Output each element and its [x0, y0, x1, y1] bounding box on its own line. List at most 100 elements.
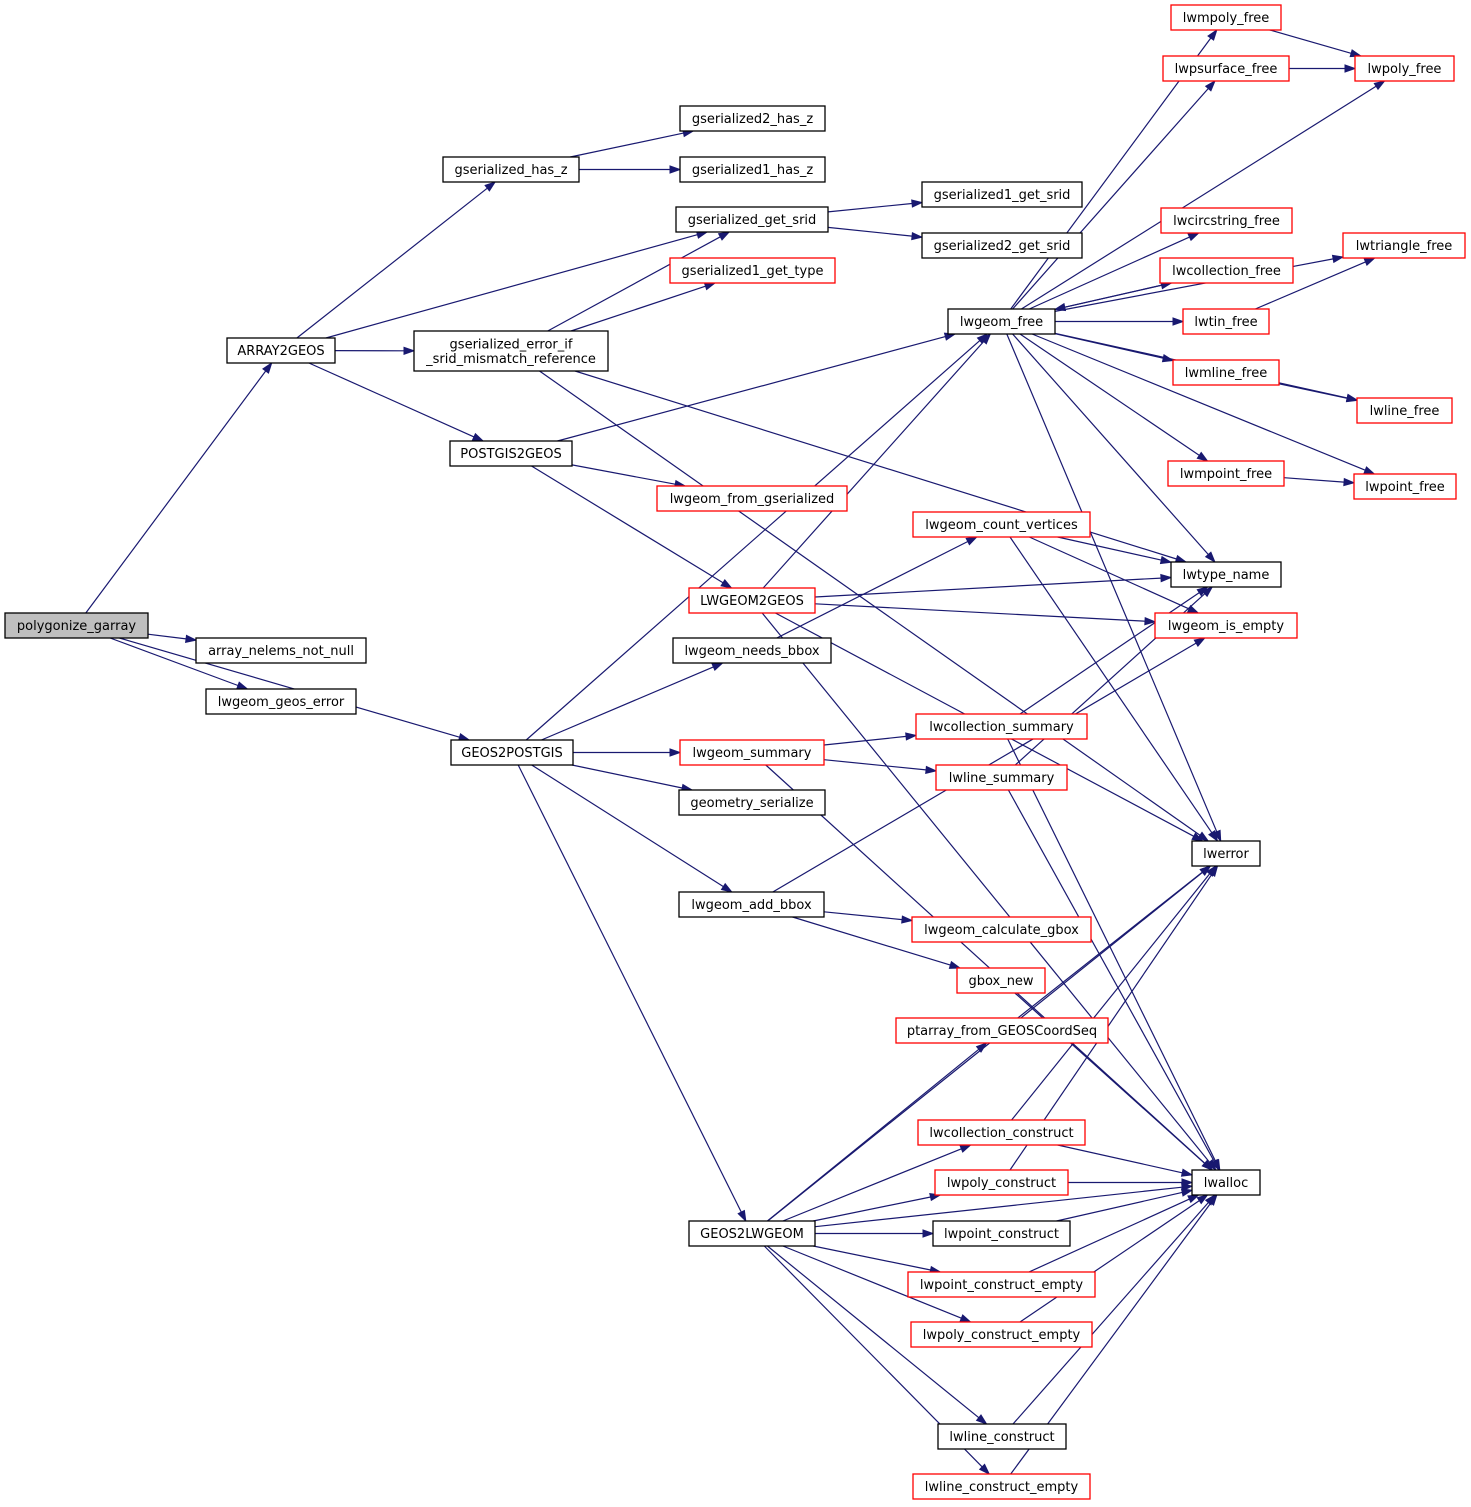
- arrowhead: [1180, 1188, 1194, 1197]
- edge-line: [1057, 1144, 1183, 1174]
- node-label: lwline_construct: [949, 1430, 1054, 1445]
- node-label: lwmpoint_free: [1180, 467, 1272, 482]
- node-gserialized_get_srid: gserialized_get_srid: [675, 206, 829, 233]
- node-gserialized_error_if_srid_mismatch_reference: gserialized_error_if_srid_mismatch_refer…: [413, 330, 609, 372]
- node-lwcollection_summary[interactable]: lwcollection_summary: [915, 713, 1088, 740]
- node-ptarray_from_GEOSCoordSeq[interactable]: ptarray_from_GEOSCoordSeq: [895, 1017, 1109, 1044]
- edge-line: [814, 1186, 1183, 1228]
- node-gserialized1_has_z: gserialized1_has_z: [679, 156, 826, 183]
- edge-lwgeom_free-to-lwtype_name: [1012, 333, 1216, 564]
- node-lwpoint_construct_empty[interactable]: lwpoint_construct_empty: [907, 1271, 1096, 1298]
- node-lwline_construct_empty[interactable]: lwline_construct_empty: [912, 1473, 1091, 1500]
- node-lwline_summary[interactable]: lwline_summary: [935, 764, 1068, 791]
- node-box: [195, 637, 367, 664]
- node-label: lwgeom_free: [960, 315, 1043, 330]
- edge-ARRAY2GEOS-to-gserialized_error_if_srid_mismatch_reference: [334, 346, 416, 356]
- node-box: [656, 485, 848, 512]
- arrowhead: [1193, 637, 1207, 647]
- node-lwgeom_is_empty[interactable]: lwgeom_is_empty: [1154, 612, 1298, 639]
- arrowhead: [720, 578, 733, 589]
- node-lwpoly_construct[interactable]: lwpoly_construct: [934, 1169, 1069, 1196]
- node-lwmpoint_free[interactable]: lwmpoint_free: [1167, 460, 1285, 487]
- node-box: [937, 1423, 1067, 1450]
- arrowhead: [1210, 1158, 1220, 1172]
- node-box: [1182, 308, 1270, 335]
- edge-line: [782, 1148, 962, 1222]
- edge-line: [1283, 477, 1345, 483]
- edge-line: [531, 764, 724, 888]
- arrowhead: [922, 1229, 935, 1238]
- node-lwtin_free[interactable]: lwtin_free: [1182, 308, 1270, 335]
- edge-lwline_summary-to-lwalloc: [1007, 789, 1220, 1172]
- edge-line: [814, 603, 1146, 622]
- arrowhead: [1207, 28, 1218, 41]
- node-box: [1342, 232, 1466, 259]
- node-label: lwerror: [1203, 847, 1249, 862]
- node-lwpoly_free[interactable]: lwpoly_free: [1354, 55, 1455, 82]
- arrowhead: [1186, 604, 1200, 614]
- node-lwline_free[interactable]: lwline_free: [1356, 397, 1453, 424]
- node-lwgeom_count_vertices[interactable]: lwgeom_count_vertices: [912, 511, 1091, 538]
- node-label: lwmpoly_free: [1183, 11, 1270, 26]
- node-box: [911, 916, 1092, 943]
- edge-lwgeom_free-to-lwmpoint_free: [1019, 333, 1209, 462]
- edge-lwpoint_construct-to-lwalloc: [1056, 1188, 1194, 1222]
- edge-line: [119, 637, 460, 738]
- node-label: lwpoly_construct_empty: [923, 1328, 1081, 1343]
- node-lwgeom_calculate_gbox[interactable]: lwgeom_calculate_gbox: [911, 916, 1092, 943]
- arrowhead: [1363, 257, 1377, 266]
- edge-lwmline_free-to-lwline_free: [1278, 383, 1359, 403]
- arrowhead: [948, 960, 962, 969]
- node-box: [413, 330, 609, 372]
- edge-line: [1269, 29, 1352, 54]
- edge-line: [1010, 37, 1212, 310]
- arrowhead: [978, 1463, 991, 1476]
- node-lwgeom_summary[interactable]: lwgeom_summary: [679, 739, 825, 766]
- node-GEOS2POSTGIS: GEOS2POSTGIS: [450, 739, 574, 766]
- node-lwcollection_construct[interactable]: lwcollection_construct: [917, 1119, 1086, 1146]
- node-box: [915, 713, 1088, 740]
- node-lwpoly_construct_empty[interactable]: lwpoly_construct_empty: [910, 1321, 1093, 1348]
- node-box: [4, 612, 149, 639]
- node-gbox_new[interactable]: gbox_new: [956, 967, 1046, 994]
- node-lwmpoly_free[interactable]: lwmpoly_free: [1170, 4, 1282, 31]
- node-lwpsurface_free[interactable]: lwpsurface_free: [1162, 55, 1290, 82]
- edge-GEOS2POSTGIS-to-GEOS2LWGEOM: [517, 764, 747, 1223]
- edge-line: [1006, 333, 1218, 833]
- arrowhead: [1053, 302, 1067, 312]
- edge-line: [547, 236, 721, 332]
- node-label: lwgeom_from_gserialized: [670, 492, 835, 507]
- node-lwgeom_from_gserialized[interactable]: lwgeom_from_gserialized: [656, 485, 848, 512]
- node-LWGEOM2GEOS[interactable]: LWGEOM2GEOS: [688, 587, 816, 614]
- edge-GEOS2POSTGIS-to-geometry_serialize: [571, 764, 694, 792]
- arrowhead: [185, 634, 198, 644]
- edge-line: [1012, 333, 1209, 555]
- node-box: [442, 156, 580, 183]
- edge-lwgeom_summary-to-lwline_summary: [823, 759, 938, 775]
- node-lwmline_free[interactable]: lwmline_free: [1172, 359, 1280, 386]
- node-box: [450, 739, 574, 766]
- edge-line: [827, 226, 913, 237]
- node-lwtriangle_free[interactable]: lwtriangle_free: [1342, 232, 1466, 259]
- node-label: array_nelems_not_null: [208, 644, 354, 659]
- edge-line: [823, 759, 927, 771]
- node-lwcircstring_free[interactable]: lwcircstring_free: [1160, 207, 1293, 234]
- node-box: [921, 232, 1083, 259]
- edge-line: [1029, 236, 1190, 310]
- node-box: [1154, 612, 1298, 639]
- arrowhead: [1201, 1159, 1214, 1172]
- node-lwcollection_free[interactable]: lwcollection_free: [1159, 257, 1294, 284]
- node-label: gserialized2_get_srid: [934, 239, 1071, 254]
- node-label: lwpoint_construct_empty: [920, 1278, 1083, 1293]
- edge-lwpsurface_free-to-lwpoly_free: [1289, 64, 1357, 73]
- node-box: [956, 967, 1046, 994]
- edge-lwgeom_free-to-lwpoly_free: [1021, 80, 1386, 310]
- edge-line: [1009, 536, 1213, 834]
- edge-line: [570, 132, 684, 158]
- edge-line: [1007, 789, 1215, 1162]
- node-gserialized1_get_type[interactable]: gserialized1_get_type: [669, 257, 836, 284]
- arrowhead: [1144, 616, 1157, 626]
- node-lwpoint_free[interactable]: lwpoint_free: [1353, 473, 1457, 500]
- node-lwgeom_needs_bbox: lwgeom_needs_bbox: [672, 637, 832, 664]
